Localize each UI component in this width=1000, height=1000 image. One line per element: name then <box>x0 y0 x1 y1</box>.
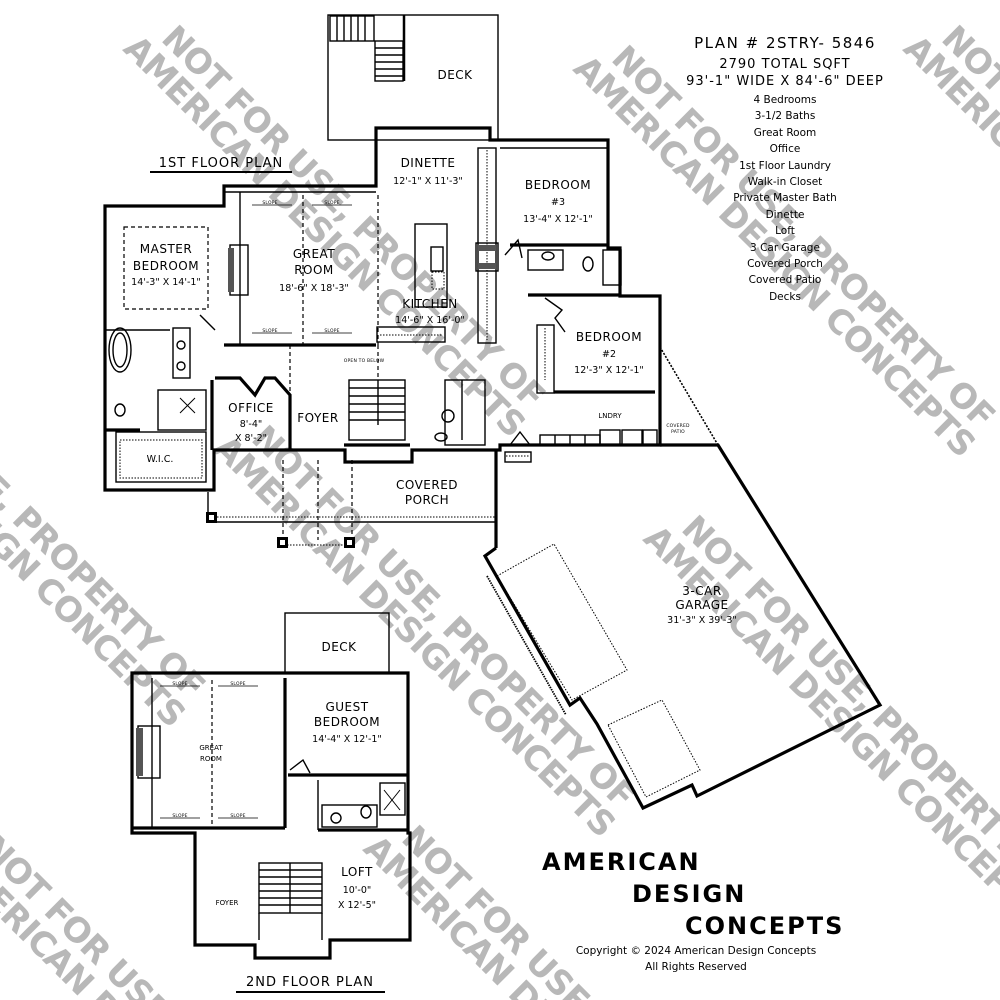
svg-text:SLOPE: SLOPE <box>230 681 245 687</box>
second-floor-stairs <box>258 862 323 940</box>
svg-text:3-CAR: 3-CAR <box>682 584 721 598</box>
svg-text:18'-6" X 18'-3": 18'-6" X 18'-3" <box>279 283 349 294</box>
guest-bedroom <box>288 758 408 832</box>
svg-text:GREAT: GREAT <box>199 744 223 752</box>
feature-item: 1st Floor Laundry <box>739 159 831 172</box>
brand-logo: AMERICAN DESIGN CONCEPTS Copyright © 202… <box>540 846 860 974</box>
feature-item: 3-1/2 Baths <box>754 110 816 123</box>
garage <box>482 443 883 811</box>
svg-text:SLOPE: SLOPE <box>324 200 339 206</box>
svg-text:OPEN TO BELOW: OPEN TO BELOW <box>344 358 385 364</box>
labels-first-floor: 1ST FLOOR PLAN DECK DINETTE 12'-1" X 11'… <box>131 68 737 626</box>
svg-text:GUEST: GUEST <box>325 700 368 714</box>
svg-text:ROOM: ROOM <box>200 755 222 763</box>
feature-item: 4 Bedrooms <box>753 94 817 106</box>
second-floor-great-room <box>132 678 287 830</box>
svg-text:BEDROOM: BEDROOM <box>576 330 642 344</box>
svg-text:SLOPE: SLOPE <box>262 200 277 206</box>
svg-text:FOYER: FOYER <box>297 411 338 425</box>
svg-text:12'-3" X 12'-1": 12'-3" X 12'-1" <box>574 365 644 376</box>
feature-item: Decks <box>769 290 801 303</box>
feature-item: Office <box>769 143 801 156</box>
svg-text:LNDRY: LNDRY <box>598 412 622 420</box>
svg-text:COVERED: COVERED <box>396 478 458 492</box>
feature-item: Loft <box>775 225 795 238</box>
kitchen <box>376 147 499 344</box>
brand-line-1: AMERICAN <box>542 848 701 876</box>
second-floor-title: 2ND FLOOR PLAN <box>246 975 374 990</box>
first-floor-deck <box>327 14 499 141</box>
svg-text:OFFICE: OFFICE <box>228 401 274 415</box>
svg-text:W.I.C.: W.I.C. <box>147 454 174 465</box>
plan-dimensions: 93'-1" WIDE X 84'-6" DEEP <box>686 74 884 89</box>
svg-text:X 12'-5": X 12'-5" <box>338 900 376 911</box>
svg-text:SLOPE: SLOPE <box>324 328 339 334</box>
bedroom-2 <box>536 297 655 394</box>
feature-item: Great Room <box>753 126 817 139</box>
total-sqft: 2790 TOTAL SQFT <box>719 57 851 72</box>
bedroom-3 <box>500 147 622 297</box>
svg-text:SLOPE: SLOPE <box>230 813 245 819</box>
svg-text:PATIO: PATIO <box>671 429 685 435</box>
svg-text:BEDROOM: BEDROOM <box>133 259 199 273</box>
first-floor-title: 1ST FLOOR PLAN <box>159 156 283 171</box>
svg-text:GREAT: GREAT <box>293 247 335 261</box>
feature-list: 4 Bedrooms 3-1/2 Baths Great Room Office… <box>650 92 920 305</box>
svg-text:8'-4": 8'-4" <box>240 419 263 430</box>
svg-text:SLOPE: SLOPE <box>172 681 187 687</box>
office <box>215 376 292 450</box>
feature-item: Private Master Bath <box>733 192 837 205</box>
feature-item: Covered Porch <box>747 258 823 271</box>
svg-text:LOFT: LOFT <box>341 865 373 879</box>
svg-text:DECK: DECK <box>321 640 357 654</box>
covered-porch <box>206 450 498 548</box>
master-bedroom <box>105 226 216 483</box>
feature-item: Walk-in Closet <box>747 176 823 189</box>
laundry <box>434 379 658 463</box>
svg-text:COVERED: COVERED <box>666 423 690 429</box>
rights-text: All Rights Reserved <box>645 961 747 973</box>
svg-text:PORCH: PORCH <box>405 493 449 507</box>
feature-item: Covered Patio <box>748 274 822 287</box>
svg-text:SLOPE: SLOPE <box>172 813 187 819</box>
first-floor-stairs <box>344 379 410 447</box>
svg-text:GARAGE: GARAGE <box>675 598 728 612</box>
svg-text:12'-1" X 11'-3": 12'-1" X 11'-3" <box>393 176 463 187</box>
svg-text:14'-3" X 14'-1": 14'-3" X 14'-1" <box>131 277 201 288</box>
svg-text:14'-6" X 16'-0": 14'-6" X 16'-0" <box>395 315 465 326</box>
svg-text:13'-4" X 12'-1": 13'-4" X 12'-1" <box>523 214 593 225</box>
svg-text:SLOPE: SLOPE <box>262 328 277 334</box>
svg-text:DECK: DECK <box>437 68 473 82</box>
svg-text:31'-3" X 39'-3": 31'-3" X 39'-3" <box>667 615 737 626</box>
svg-text:FOYER: FOYER <box>216 899 239 907</box>
feature-item: Dinette <box>765 208 805 221</box>
svg-text:MASTER: MASTER <box>140 242 192 256</box>
labels-second-floor: DECK GREAT ROOM GUEST BEDROOM 14'-4" X 1… <box>172 640 385 993</box>
copyright-text: Copyright © 2024 American Design Concept… <box>575 945 817 957</box>
svg-text:KITCHEN: KITCHEN <box>402 297 458 311</box>
svg-text:#2: #2 <box>602 349 616 360</box>
svg-text:14'-4" X 12'-1": 14'-4" X 12'-1" <box>312 734 382 745</box>
plan-info: PLAN # 2STRY- 5846 2790 TOTAL SQFT 93'-1… <box>650 34 920 305</box>
svg-text:DINETTE: DINETTE <box>401 156 456 170</box>
svg-text:10'-0": 10'-0" <box>343 885 372 896</box>
brand-line-2: DESIGN <box>632 880 747 908</box>
svg-text:BEDROOM: BEDROOM <box>525 178 591 192</box>
plan-number: PLAN # 2STRY- 5846 <box>694 34 876 52</box>
brand-line-3: CONCEPTS <box>685 912 845 940</box>
svg-text:#3: #3 <box>551 197 565 208</box>
svg-text:BEDROOM: BEDROOM <box>314 715 380 729</box>
feature-item: 3 Car Garage <box>750 241 820 254</box>
svg-text:X 8'-2": X 8'-2" <box>235 433 267 444</box>
svg-text:ROOM: ROOM <box>294 263 334 277</box>
